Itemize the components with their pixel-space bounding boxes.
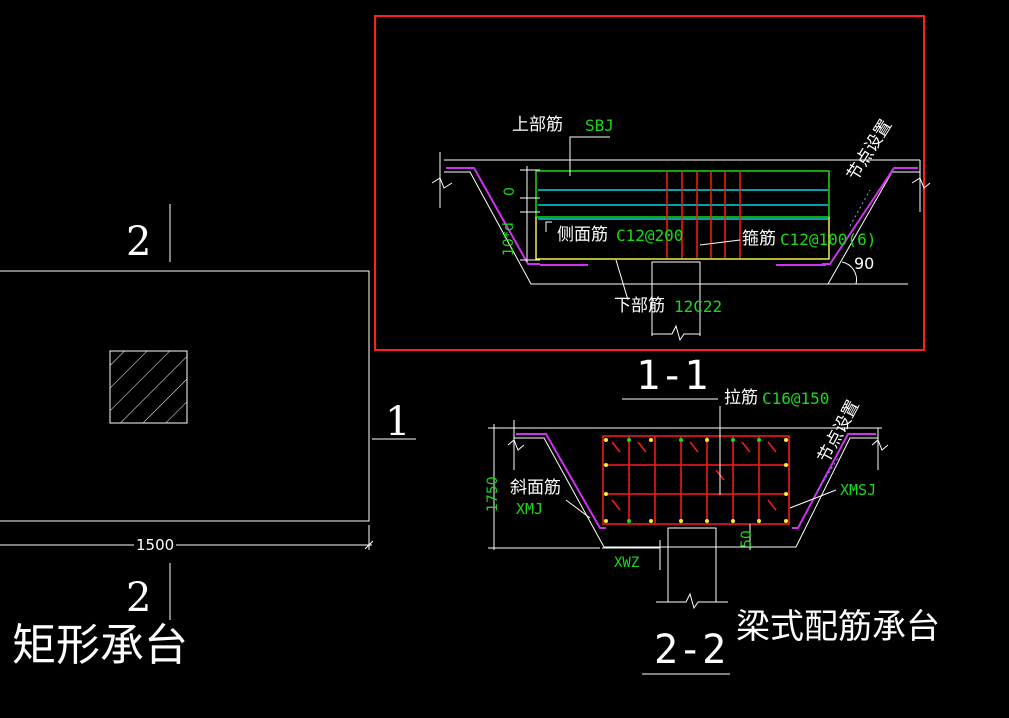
cap-outline-2[interactable] [514, 437, 878, 548]
node-dotted-leader-2 [817, 457, 839, 491]
break-2-left-zig [507, 439, 525, 451]
section-2-2 [488, 406, 889, 610]
node-dotted-leader [849, 189, 871, 227]
stirrups-red[interactable] [666, 172, 741, 258]
plan-view [0, 204, 416, 620]
dimension-tick-right [364, 540, 374, 550]
pile-break-2 [656, 592, 728, 610]
slope-rebar-2-right[interactable] [792, 433, 876, 529]
dim-50: 50 [739, 530, 755, 548]
angle-arc [841, 261, 857, 285]
leader-bottom-rebar [615, 259, 629, 301]
code-xwz: XWZ [614, 555, 640, 571]
slope-rebar-2-left[interactable] [516, 433, 606, 529]
code-side-rebar: C12@200 [616, 226, 684, 245]
dimension-1500: 1500 [134, 536, 177, 554]
cap-outline[interactable] [444, 171, 920, 285]
slope-rebar-magenta-right[interactable] [822, 167, 918, 265]
leader-xmsj [789, 489, 837, 509]
tie-rebar-grid[interactable] [602, 435, 790, 525]
pile-column-hatched[interactable] [109, 350, 188, 424]
section-title-2-2: 2-2 [654, 627, 727, 673]
label-tie: 拉筋 [724, 388, 758, 408]
section-1-1 [374, 15, 931, 351]
beam-cap-caption: 梁式配筋承台 [736, 607, 940, 647]
pile-column-2[interactable] [667, 527, 717, 547]
code-stirrup: C12@100(6) [780, 230, 877, 249]
rebar-dots [604, 438, 788, 523]
tie-hooks [611, 441, 777, 511]
label-slope-rebar: 斜面筋 [510, 478, 561, 498]
selection-box[interactable] [374, 15, 925, 351]
section-mark-2-bottom: 2 [126, 575, 152, 621]
angle-90: 90 [854, 254, 875, 273]
leader-side-rebar [545, 221, 552, 232]
pile-cap-outline[interactable] [0, 270, 370, 522]
dim-height-1750: 1750 [485, 476, 501, 512]
code-tie: C16@150 [762, 389, 830, 408]
break-2-right-zig [871, 439, 889, 451]
code-xmsj: XMSJ [840, 481, 877, 499]
label-bottom-rebar: 下部筋 [614, 296, 665, 316]
dim-10d: 10*d [501, 222, 517, 256]
label-stirrup: 箍筋 [742, 229, 776, 249]
leader-stirrup [699, 239, 741, 246]
section-mark-1: 1 [385, 399, 411, 445]
slope-rebar-magenta[interactable] [446, 167, 540, 265]
section-mark-2-top: 2 [126, 219, 152, 265]
break-zig-left [431, 177, 453, 189]
break-zig-right [911, 177, 931, 189]
label-side-rebar: 侧面筋 [557, 225, 608, 245]
label-top-rebar: 上部筋 [512, 115, 563, 135]
leader-top-rebar [569, 136, 610, 176]
pile-column[interactable] [651, 261, 701, 284]
section-title-1-1: 1-1 [636, 353, 709, 399]
green-dots [627, 438, 761, 523]
pile-break [652, 324, 700, 342]
code-top-rebar: SBJ [585, 116, 614, 135]
code-bottom-rebar: 12C22 [674, 297, 723, 316]
leader-slope [565, 499, 591, 519]
code-slope-rebar: XMJ [516, 500, 544, 518]
dim-zero: 0 [502, 187, 518, 196]
plan-title: 矩形承台 [12, 620, 188, 671]
bottom-rebar-box[interactable] [535, 217, 830, 260]
